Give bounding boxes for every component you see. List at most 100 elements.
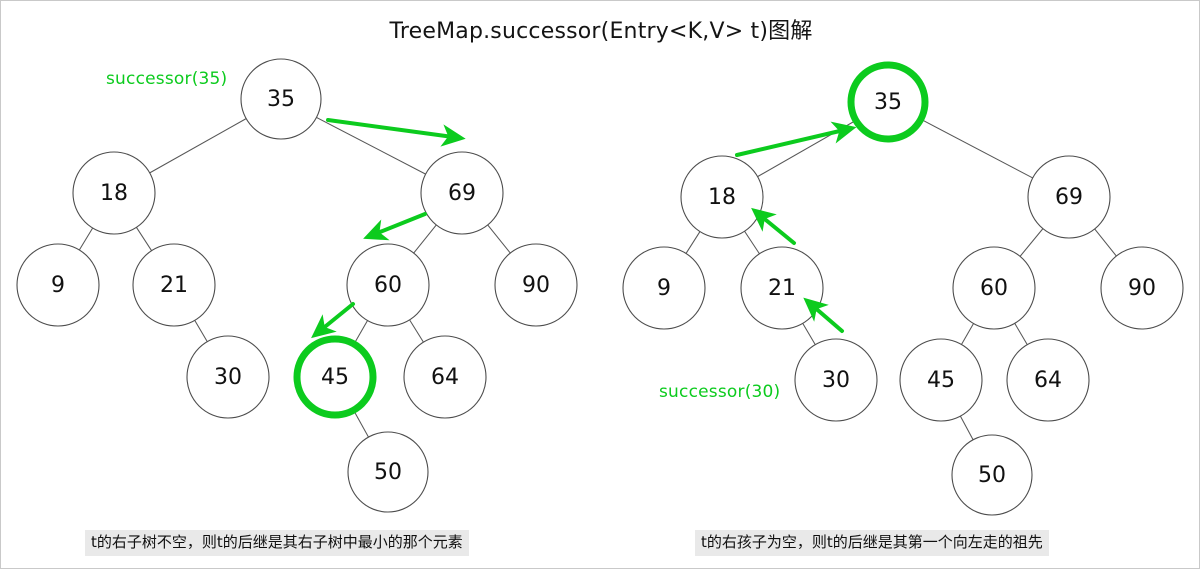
node-key-label: 50 (978, 463, 1006, 488)
node-circle (420, 151, 504, 235)
node-key-label: 60 (980, 276, 1008, 301)
node-circle (494, 243, 578, 327)
node-key-label: 69 (448, 181, 476, 206)
tree-node[interactable]: 64 (1006, 338, 1090, 422)
tree-node[interactable]: 45 (899, 338, 983, 422)
node-circle (240, 58, 322, 140)
tree-node[interactable]: 90 (1100, 246, 1184, 330)
arrow-18-to-35-icon (735, 121, 857, 157)
tree-node[interactable]: 18 (72, 151, 156, 235)
node-key-label: 18 (100, 181, 128, 206)
tree-node[interactable]: 69 (420, 151, 504, 235)
arrow-60-to-45-icon (311, 302, 355, 339)
arrow-root-to-right-icon (326, 118, 466, 147)
node-circle (740, 246, 824, 330)
arrow-21-to-18-icon (751, 207, 796, 245)
node-key-label: 30 (822, 368, 850, 393)
tree-node[interactable]: 90 (494, 243, 578, 327)
node-circle (794, 338, 878, 422)
caption-left: t的右子树不空，则t的后继是其右子树中最小的那个元素 (85, 530, 469, 556)
node-circle (403, 335, 487, 419)
tree-node[interactable]: 9 (622, 246, 706, 330)
node-key-label: 35 (267, 87, 295, 112)
tree-edge (923, 120, 1033, 179)
node-circle (186, 335, 270, 419)
node-key-label: 21 (160, 273, 188, 298)
node-circle (680, 155, 764, 239)
tree-edge (487, 224, 511, 254)
node-key-label: 64 (431, 365, 459, 390)
arrow-69-to-60-icon (363, 212, 427, 241)
tree-edge (355, 320, 368, 342)
node-circle (1100, 246, 1184, 330)
successor-annotation-left: successor(35) (106, 69, 227, 89)
node-circle (72, 151, 156, 235)
tree-node[interactable]: 69 (1027, 155, 1111, 239)
tree-node[interactable]: 45 (293, 335, 377, 419)
traversal-arrows-layer (311, 118, 857, 339)
node-key-label: 64 (1034, 368, 1062, 393)
tree-edge (744, 230, 760, 255)
node-key-label: 9 (657, 276, 671, 301)
arrow-30-to-21-icon (803, 297, 844, 333)
tree-node[interactable]: 60 (346, 243, 430, 327)
tree-node[interactable]: 30 (186, 335, 270, 419)
tree-node[interactable]: 21 (132, 243, 216, 327)
tree-edge (194, 320, 208, 342)
tree-edge (1014, 323, 1028, 345)
tree-edge (685, 231, 701, 254)
node-circle (622, 246, 706, 330)
successor-annotation-right: successor(30) (659, 382, 780, 402)
node-circle (132, 243, 216, 327)
tree-edge (413, 224, 437, 254)
tree-node[interactable]: 50 (347, 431, 429, 513)
node-circle-highlighted (293, 335, 377, 419)
tree-edge (1094, 228, 1117, 257)
node-circle (1006, 338, 1090, 422)
tree-edge (961, 323, 974, 345)
tree-edge (354, 412, 369, 438)
node-circle (1027, 155, 1111, 239)
node-circle (952, 246, 1036, 330)
node-key-label: 60 (374, 273, 402, 298)
node-key-label: 9 (51, 273, 65, 298)
tree-edge (409, 319, 424, 343)
tree-node[interactable]: 21 (740, 246, 824, 330)
tree-node[interactable]: 60 (952, 246, 1036, 330)
tree-edge (959, 415, 974, 441)
tree-edge (802, 323, 816, 345)
tree-edge (149, 118, 247, 174)
page-title: TreeMap.successor(Entry<K,V> t)图解 (389, 19, 813, 44)
tree-node[interactable]: 64 (403, 335, 487, 419)
node-circle (16, 243, 100, 327)
node-key-label: 45 (927, 368, 955, 393)
node-key-label: 69 (1055, 185, 1083, 210)
tree-node[interactable]: 35 (240, 58, 322, 140)
tree-nodes-layer: 35 18 69 9 21 60 90 30 45 64 50 35 18 69 9 21 60 90 30 45 64… (16, 58, 1184, 516)
node-key-label: 45 (321, 365, 349, 390)
node-key-label: 21 (768, 276, 796, 301)
node-key-label: 90 (522, 273, 550, 298)
caption-right: t的右孩子为空，则t的后继是其第一个向左走的祖先 (695, 530, 1049, 556)
node-key-label: 35 (874, 90, 902, 115)
tree-edge (316, 116, 426, 175)
node-key-label: 18 (708, 185, 736, 210)
tree-node[interactable]: 9 (16, 243, 100, 327)
node-circle (346, 243, 430, 327)
tree-edge (135, 227, 153, 251)
node-circle (347, 431, 429, 513)
tree-node[interactable]: 35 (847, 61, 929, 143)
node-key-label: 50 (374, 460, 402, 485)
tree-node[interactable]: 50 (951, 434, 1033, 516)
node-circle (899, 338, 983, 422)
annotations-layer: successor(35) successor(30) (106, 69, 780, 402)
tree-edge (78, 227, 94, 251)
node-key-label: 90 (1128, 276, 1156, 301)
node-circle-highlighted (847, 61, 929, 143)
tree-node[interactable]: 30 (794, 338, 878, 422)
node-circle (951, 434, 1033, 516)
tree-edge (1019, 228, 1044, 257)
tree-node[interactable]: 18 (680, 155, 764, 239)
